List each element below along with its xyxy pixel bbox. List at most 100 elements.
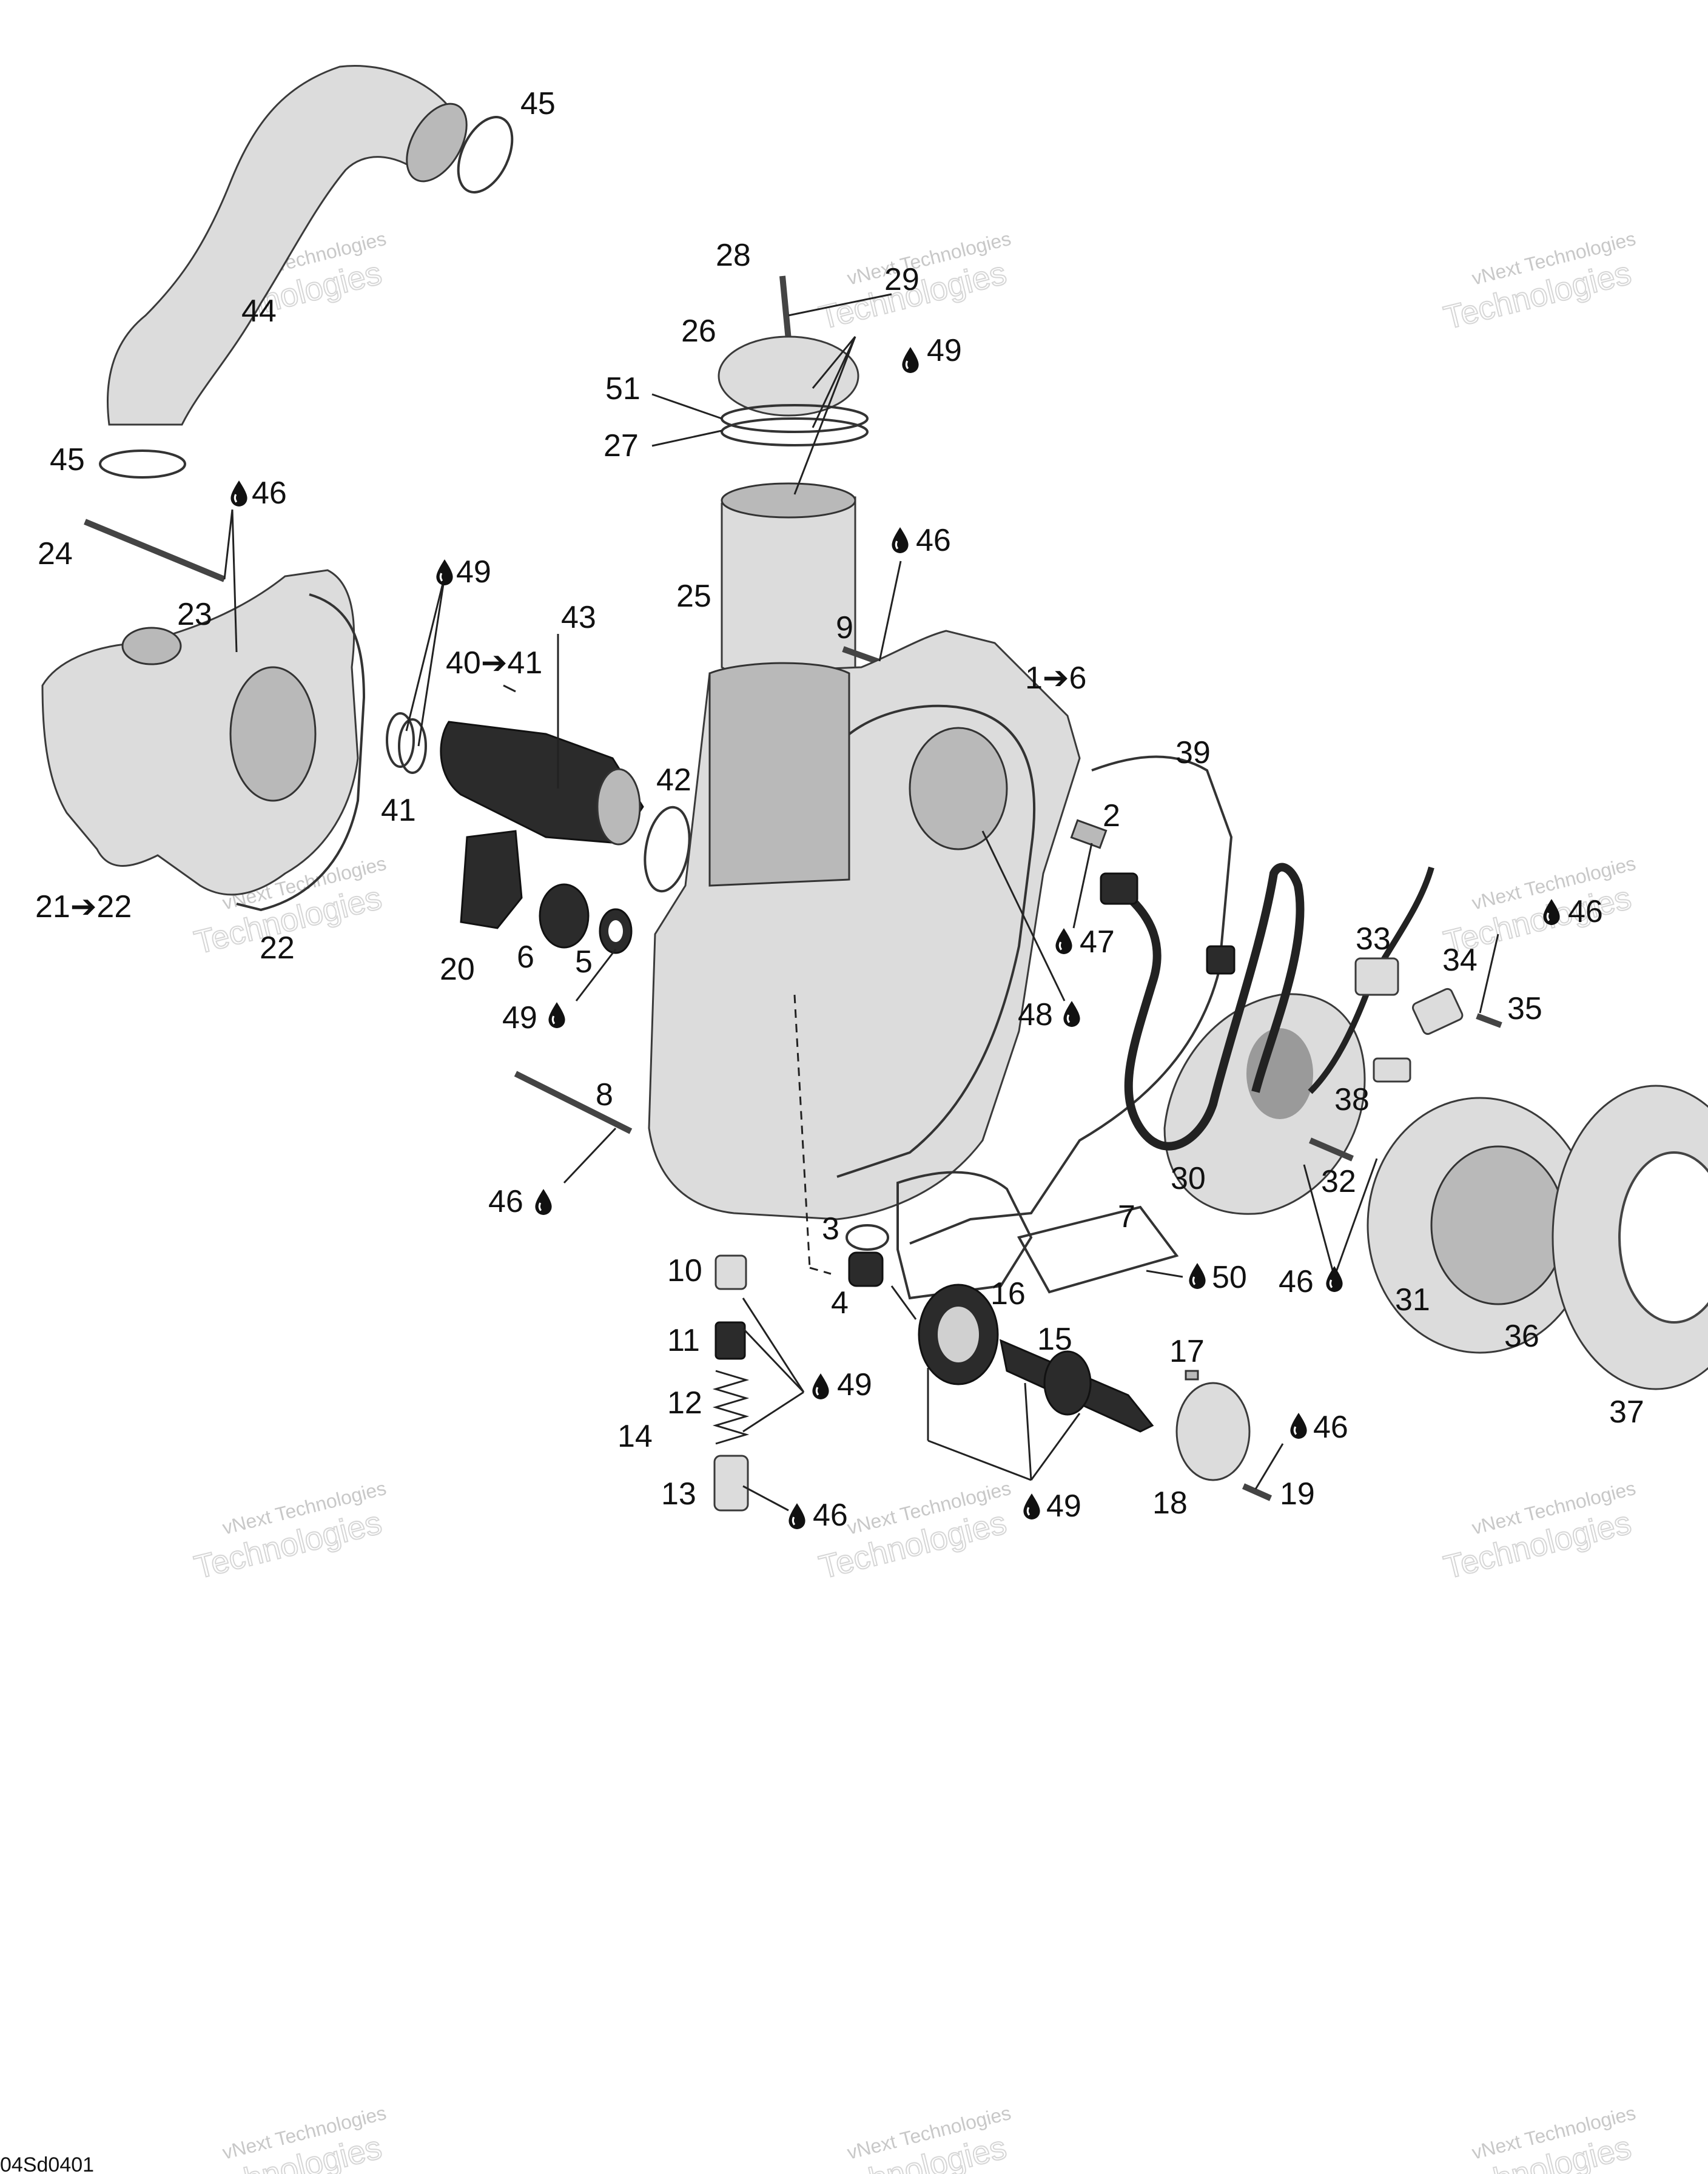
adapter-end — [596, 768, 641, 846]
oil-seal-bore — [608, 920, 623, 942]
o-ring-b — [398, 718, 427, 774]
lower-gasket — [896, 1171, 1033, 1300]
callout-25: 25 — [676, 579, 711, 614]
hose-clamp-top — [457, 116, 514, 194]
hose-clamp-bottom — [99, 449, 186, 479]
pump-cover-pin — [1185, 1370, 1199, 1381]
filter-housing — [708, 662, 850, 887]
callout-24: 24 — [38, 536, 73, 571]
callout-11: 11 — [667, 1323, 700, 1358]
callout-23: 23 — [177, 597, 212, 632]
lubricant-drop-icon — [1062, 1000, 1081, 1028]
callout-8: 8 — [596, 1077, 613, 1112]
callout-49: 49 — [837, 1367, 872, 1402]
callout-50: 50 — [1212, 1260, 1247, 1295]
sensor-bracket — [1411, 988, 1464, 1035]
valve-spring — [712, 1370, 750, 1445]
seal-ring — [644, 806, 691, 893]
valve-cap — [714, 1254, 747, 1290]
callout-40-41: 40➔41 — [446, 645, 542, 681]
callout-labels: 45 44 45 46 24 23 21➔22 22 49 43 40➔41 4… — [35, 86, 1644, 1533]
lubricant-drop-icon — [1054, 927, 1074, 955]
callout-49: 49 — [1046, 1489, 1081, 1524]
drain-plug — [848, 1251, 884, 1287]
callout-18: 18 — [1152, 1486, 1188, 1521]
callout-35: 35 — [1507, 991, 1542, 1026]
water-pump-housing — [41, 569, 359, 896]
callout-46: 46 — [1568, 894, 1603, 929]
callout-42: 42 — [656, 762, 691, 798]
callout-46: 46 — [1279, 1264, 1314, 1299]
callout-7: 7 — [1118, 1199, 1135, 1234]
callout-29: 29 — [884, 262, 920, 297]
callout-12: 12 — [667, 1385, 702, 1421]
o-ring-a — [386, 712, 415, 768]
watermark: vNext Technologies Technologies — [1440, 1477, 1638, 1587]
watermark: vNext Technologies Technologies — [190, 2102, 389, 2174]
callout-46: 46 — [813, 1498, 848, 1533]
callout-45: 45 — [520, 86, 556, 121]
callout-2: 2 — [1103, 798, 1120, 833]
callout-1-6: 1➔6 — [1025, 661, 1086, 696]
callout-37: 37 — [1609, 1395, 1644, 1430]
callout-16: 16 — [990, 1276, 1026, 1311]
hose-end — [406, 103, 468, 183]
callout-4: 4 — [831, 1285, 849, 1321]
callout-46: 46 — [252, 476, 287, 511]
cover-o-ring-b — [721, 417, 869, 446]
crankcase-bore — [909, 727, 1008, 850]
stator-bolt — [1309, 1137, 1354, 1162]
callout-5: 5 — [575, 944, 593, 980]
pump-bore — [229, 666, 317, 802]
filter-cover — [718, 335, 859, 417]
callout-51: 51 — [605, 371, 640, 406]
pump-cover — [1175, 1382, 1251, 1481]
valve-piston — [714, 1321, 746, 1360]
callout-44: 44 — [241, 294, 277, 329]
callout-46: 46 — [488, 1184, 523, 1219]
mechanical-seal — [539, 883, 590, 949]
callout-32: 32 — [1321, 1164, 1356, 1199]
cover-gasket — [909, 755, 1233, 1245]
callout-45: 45 — [50, 442, 85, 477]
diagram-code: 04Sd0401 — [0, 2153, 94, 2174]
callout-49: 49 — [502, 1000, 537, 1035]
plug-o-ring — [846, 1224, 889, 1251]
callout-41: 41 — [381, 793, 416, 828]
callout-39: 39 — [1175, 735, 1211, 770]
harness-connector — [1100, 872, 1138, 905]
lubricant-drop-icon — [901, 346, 920, 374]
pump-cover-screw — [1242, 1483, 1273, 1501]
impeller — [460, 830, 523, 929]
watermark: vNext Technologies Technologies — [190, 1477, 389, 1587]
callout-21-22: 21➔22 — [35, 889, 132, 924]
callout-47: 47 — [1080, 924, 1115, 960]
callout-49: 49 — [927, 333, 962, 368]
stator-harness — [1119, 863, 1305, 1151]
lubricant-drop-icon — [811, 1372, 830, 1400]
callout-36: 36 — [1504, 1319, 1539, 1354]
stator-bore — [1246, 1028, 1313, 1119]
lubricant-drop-icon — [229, 479, 249, 507]
callout-20: 20 — [440, 952, 475, 987]
oil-pump-rotor-bore — [938, 1307, 979, 1362]
callout-27: 27 — [604, 428, 639, 463]
ring-gear-hub — [1618, 1151, 1708, 1324]
shaft-gear — [1043, 1350, 1092, 1416]
callout-9: 9 — [836, 610, 853, 645]
crankshaft-sensor — [1354, 957, 1399, 996]
lubricant-drop-icon — [890, 526, 910, 554]
oil-filter-top — [721, 482, 856, 519]
callout-13: 13 — [661, 1476, 696, 1512]
callout-38: 38 — [1334, 1082, 1370, 1117]
callout-6: 6 — [517, 940, 534, 975]
long-housing-bolt — [514, 1071, 633, 1134]
callout-46: 46 — [1313, 1410, 1348, 1445]
parts-group — [41, 65, 1708, 1512]
magneto-rotor-inner — [1430, 1145, 1566, 1305]
sealing-plate — [1017, 1205, 1179, 1294]
sensor-screw — [1476, 1013, 1502, 1028]
callout-28: 28 — [716, 238, 751, 273]
watermark: vNext Technologies Technologies — [815, 2102, 1014, 2174]
